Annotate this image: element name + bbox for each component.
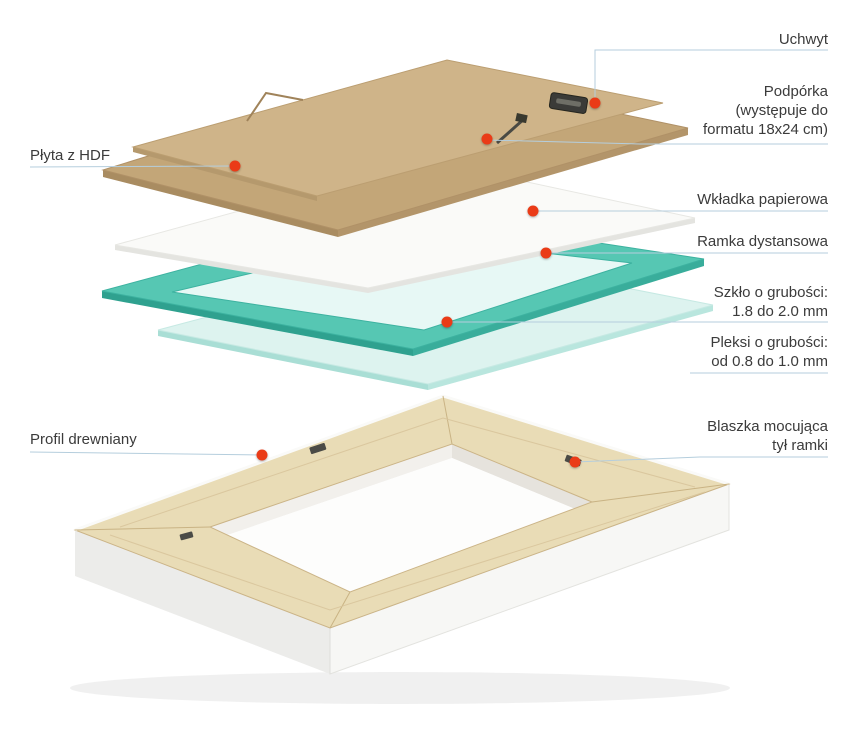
flap-notch (246, 91, 304, 122)
paper-edge-right (368, 218, 695, 293)
label-podporka: Podpórka (występuje do formatu 18x24 cm) (702, 83, 828, 138)
spacer-edge-right (413, 259, 704, 356)
wood-frame (70, 394, 731, 704)
marker-profil (256, 449, 268, 461)
frame-inner-wall-right (452, 444, 592, 516)
hdf-edge-left (103, 170, 338, 237)
label-uchwyt: Uchwyt (778, 31, 828, 48)
frame-inner-wall-left (210, 444, 452, 541)
glass-edge-left (158, 330, 428, 390)
stand-bracket (496, 117, 525, 145)
frame-rim-right (442, 394, 730, 486)
frame-side-left (75, 530, 330, 674)
miter-joint-top (442, 395, 453, 445)
hdf-edge-right (338, 128, 688, 237)
marker-blaszka (569, 456, 581, 468)
miter-joint-left (74, 526, 211, 531)
label-plyta-hdf: Płyta z HDF (30, 147, 111, 164)
label-wkladka: Wkładka papierowa (697, 191, 828, 208)
label-szklo: Szkło o grubości: 1.8 do 2.0 mm (713, 284, 828, 320)
miter-joint-bottom (329, 591, 351, 629)
spacer-edge-left (102, 291, 413, 356)
leader-lines (29, 49, 828, 463)
leader-uchwyt (594, 49, 828, 103)
paper-edge-left (115, 245, 368, 293)
hdf-stand-flap (131, 59, 664, 197)
label-profil: Profil drewniany (30, 431, 137, 448)
label-pleksi: Pleksi o grubości: od 0.8 do 1.0 mm (710, 334, 828, 370)
leader-blaszka (574, 456, 828, 463)
wood-grain-line (119, 417, 696, 528)
mounting-clip (309, 442, 327, 455)
glass-edge-right (428, 305, 713, 390)
handle-slot (556, 98, 582, 107)
marker-uchwyt (589, 97, 601, 109)
stand-bracket-head (515, 113, 528, 124)
mounting-clip (179, 531, 194, 541)
marker-podporka (481, 133, 493, 145)
leader-profil (29, 451, 263, 456)
leader-podporka (486, 139, 828, 145)
wood-grain-line (109, 491, 706, 611)
frame-shadow (70, 672, 730, 704)
miter-joint-right (591, 483, 730, 503)
marker-ramka (540, 247, 552, 259)
hdf-panel (101, 59, 689, 237)
leader-plyta (29, 165, 236, 168)
frame-rim-left (74, 394, 444, 532)
label-ramka: Ramka dystansowa (697, 233, 828, 250)
frame-opening-backdrop (210, 458, 592, 606)
hdf-flap-edge (133, 147, 317, 201)
marker-wkladka (527, 205, 539, 217)
marker-szklo-pleksi (441, 316, 453, 328)
label-blaszka: Blaszka mocująca tył ramki (707, 418, 828, 454)
marker-plyta (229, 160, 241, 172)
hanger-handle (548, 92, 589, 114)
